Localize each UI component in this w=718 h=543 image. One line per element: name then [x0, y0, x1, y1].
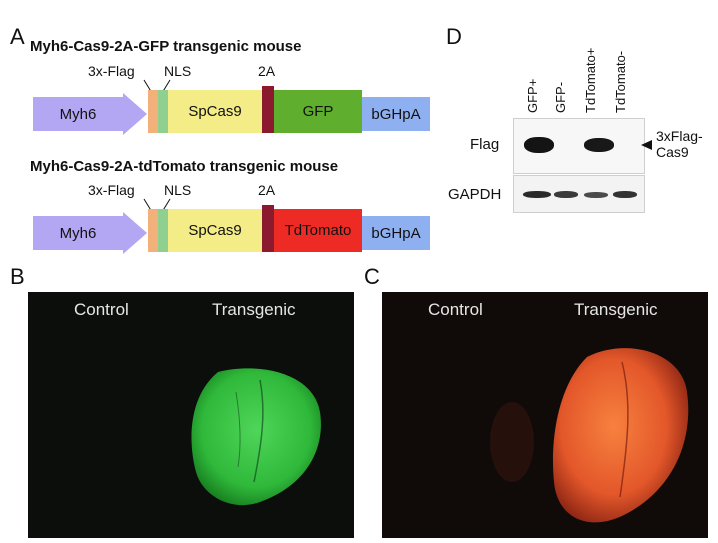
construct-1-promoter-label: Myh6	[59, 105, 97, 123]
tdtomato-heart-icon	[490, 348, 689, 523]
wb-lane-tdtomato-pos: TdTomato+	[583, 47, 598, 113]
wb-arrow-icon	[641, 140, 652, 150]
wb-lane-gfp-neg: GFP-	[553, 81, 568, 113]
construct-2-polya-block: bGHpA	[362, 216, 430, 250]
wb-lane-tdtomato-neg: TdTomato-	[613, 50, 628, 113]
panel-letter-a: A	[10, 24, 25, 49]
photo-b-gfp-heart: Control Transgenic	[28, 292, 354, 538]
construct-2-promoter-label: Myh6	[59, 224, 97, 242]
photo-b-transgenic-label: Transgenic	[212, 300, 296, 319]
wb-band-gapdh-1	[523, 191, 551, 198]
wb-gapdh-membrane	[513, 175, 645, 213]
wb-row-gapdh: GAPDH	[448, 186, 502, 203]
panel-letter-d: D	[446, 24, 462, 49]
construct-2-2a-block	[262, 205, 274, 252]
photo-c-tdtomato-heart: Control Transgenic	[382, 292, 708, 538]
wb-band-gapdh-3	[584, 192, 608, 198]
construct-1-nls-block	[158, 90, 168, 133]
wb-annotation: 3xFlag- Cas9	[656, 128, 703, 160]
construct-2-nls-block	[158, 209, 168, 252]
wb-lane-gfp-pos: GFP+	[525, 78, 540, 113]
gfp-heart-icon	[191, 368, 321, 506]
wb-flag-membrane	[513, 118, 645, 174]
construct-2-nls-label: NLS	[164, 182, 192, 198]
construct-1-title: Myh6-Cas9-2A-GFP transgenic mouse	[30, 38, 302, 55]
wb-band-gapdh-4	[613, 191, 637, 198]
construct-1-polya-block: bGHpA	[362, 97, 430, 131]
construct-2-2a-label: 2A	[258, 182, 276, 198]
construct-1-2a-block	[262, 86, 274, 133]
wb-band-flag-gfp-pos	[524, 137, 554, 153]
construct-1-flag-block	[148, 90, 158, 133]
wb-band-gapdh-2	[554, 191, 578, 198]
construct-2-title: Myh6-Cas9-2A-tdTomato transgenic mouse	[30, 158, 339, 175]
photo-c-transgenic-label: Transgenic	[574, 300, 658, 319]
construct-1-nls-label: NLS	[164, 63, 192, 79]
construct-1-promoter-arrow	[33, 93, 147, 135]
photo-c-control-label: Control	[428, 300, 483, 319]
construct-1-flag-label: 3x-Flag	[88, 63, 135, 79]
construct-1-reporter-block: GFP	[274, 90, 362, 133]
wb-row-flag: Flag	[470, 136, 500, 153]
construct-1-2a-label: 2A	[258, 63, 276, 79]
wb-annotation-line-1: 3xFlag-	[656, 128, 703, 144]
construct-1-cas9-block: SpCas9	[168, 90, 262, 133]
construct-2-flag-block	[148, 209, 158, 252]
wb-annotation-line-2: Cas9	[656, 144, 689, 160]
panel-letter-b: B	[10, 264, 25, 289]
construct-2-cas9-block: SpCas9	[168, 209, 262, 252]
construct-2-reporter-block: TdTomato	[274, 209, 362, 252]
construct-2-promoter-arrow	[33, 212, 147, 254]
wb-band-flag-tdtomato-pos	[584, 138, 614, 152]
construct-2-flag-label: 3x-Flag	[88, 182, 135, 198]
panel-letter-c: C	[364, 264, 380, 289]
photo-b-control-label: Control	[74, 300, 129, 319]
